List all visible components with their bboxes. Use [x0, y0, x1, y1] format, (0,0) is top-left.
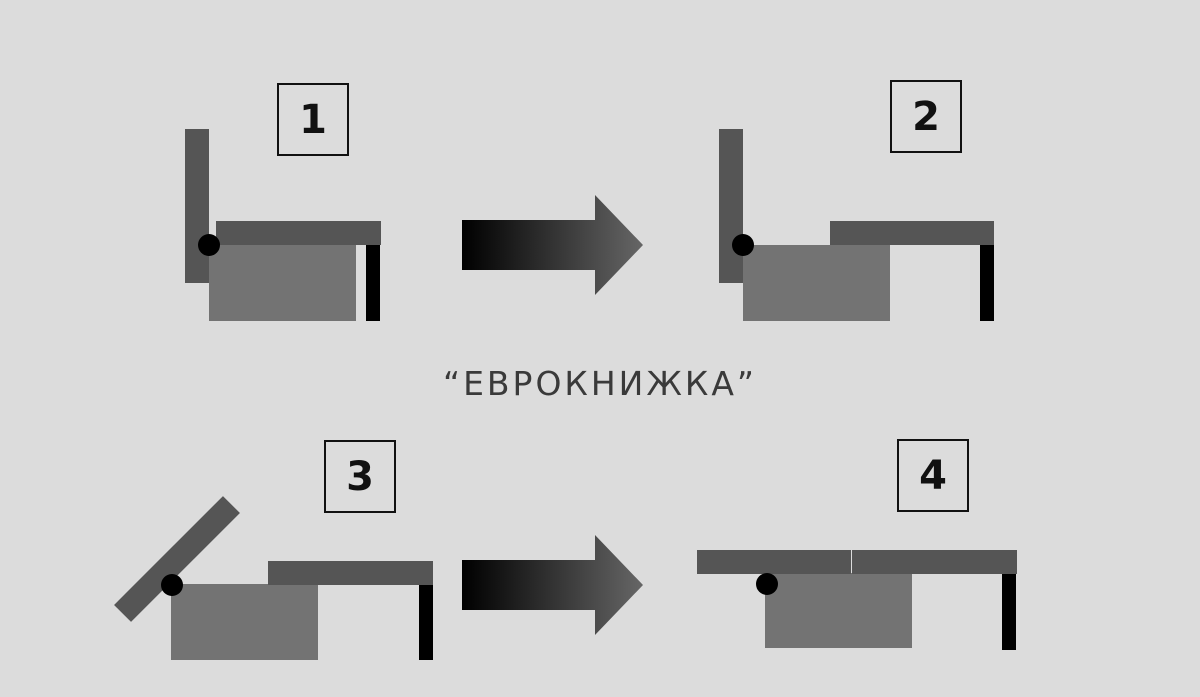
- step-3-pivot-point: [161, 574, 183, 596]
- step-3-storage-box: [171, 584, 318, 660]
- step-4-pivot-point: [756, 573, 778, 595]
- step-2-number-box: 2: [890, 80, 962, 153]
- step-1-pivot-point: [198, 234, 220, 256]
- step-1-storage-box: [209, 245, 356, 321]
- step-4-seat: [852, 550, 1017, 574]
- step-3-leg: [419, 585, 433, 660]
- step-4-number-box: 4: [897, 439, 969, 512]
- diagram-title: “ЕВРОКНИЖКА”: [442, 364, 758, 403]
- step-3-number-box: 3: [324, 440, 396, 513]
- step-2-seat: [830, 221, 994, 245]
- step-4-leg: [1002, 574, 1016, 650]
- step-3-number: 3: [346, 453, 374, 500]
- step-1-backrest: [185, 129, 209, 283]
- right-arrow-icon: [462, 535, 643, 635]
- step-2-leg: [980, 245, 994, 321]
- step-1-seat: [216, 221, 381, 245]
- right-arrow-icon: [462, 195, 643, 295]
- step-2-backrest: [719, 129, 743, 283]
- step-1-leg: [366, 245, 380, 321]
- step-2-pivot-point: [732, 234, 754, 256]
- step-4-storage-box: [765, 573, 912, 648]
- step-4-number: 4: [919, 452, 947, 499]
- step-3-seat: [268, 561, 433, 585]
- step-2-number: 2: [912, 93, 940, 140]
- step-4-backrest-flat: [697, 550, 851, 574]
- step-2-storage-box: [743, 245, 890, 321]
- step-1-number: 1: [299, 96, 327, 143]
- step-1-number-box: 1: [277, 83, 349, 156]
